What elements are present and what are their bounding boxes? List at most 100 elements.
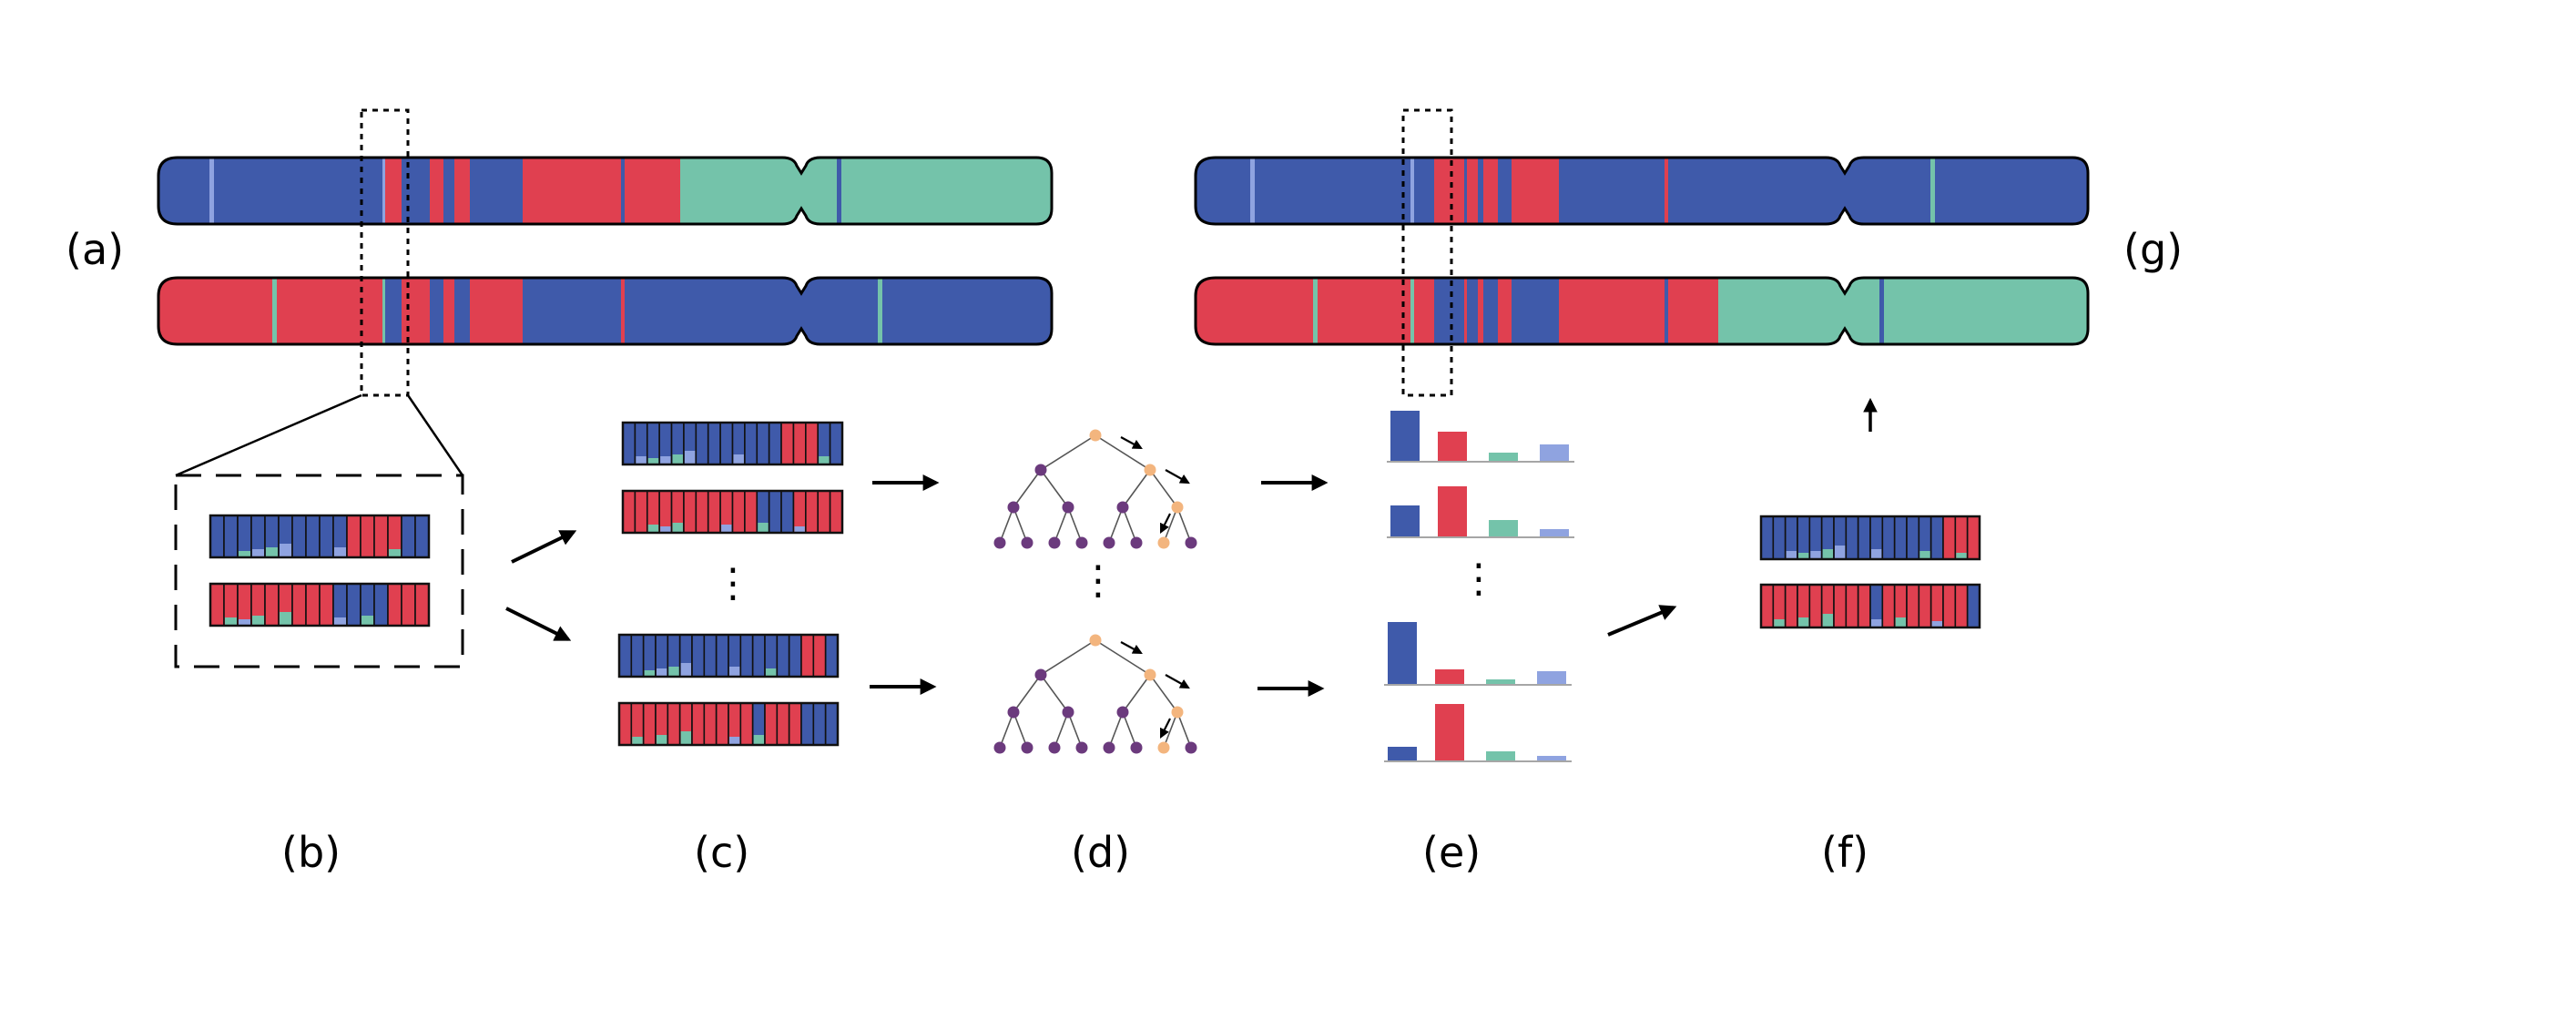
strip-cell (387, 583, 402, 627)
tree-node (1185, 536, 1197, 549)
strip-accent (657, 735, 667, 744)
strip-cell (1784, 584, 1798, 628)
haplotype-c-4 (617, 701, 840, 747)
strip-accent (632, 737, 643, 744)
strip-accent (644, 670, 655, 676)
strip-accent (733, 454, 744, 464)
tree-edge (1095, 434, 1151, 471)
panel-b-haplotypes (209, 514, 431, 627)
tree-edge (1067, 711, 1083, 749)
strip-accent (684, 451, 696, 464)
strip-accent (660, 526, 671, 532)
tree-node-path (1157, 536, 1170, 549)
label-b: (b) (281, 828, 341, 877)
strip-cell (707, 422, 721, 465)
chromosome-g-bottom-outline (1194, 276, 2090, 346)
strip-cell (1929, 515, 1944, 560)
prob-bar (1388, 622, 1417, 684)
label-e: (e) (1422, 828, 1481, 877)
tree-node (1116, 706, 1129, 719)
strip-cell (1942, 584, 1957, 628)
strip-cell (1760, 584, 1775, 628)
tree-edge (1095, 639, 1151, 676)
strip-cell (264, 583, 280, 627)
tree-edge (1054, 711, 1069, 749)
tree-edge (1122, 469, 1151, 508)
strip-accent (1798, 553, 1809, 558)
strip-cell (812, 634, 827, 678)
tree-node (1007, 501, 1020, 514)
panel-b-frame (174, 474, 464, 668)
strip-cell (1881, 584, 1896, 628)
strip-accent (1919, 551, 1930, 558)
strip-accent (334, 617, 346, 625)
strip-cell (401, 583, 416, 627)
haplotype-c-1 (621, 421, 844, 466)
strip-cell (346, 583, 361, 627)
strip-cell (291, 515, 307, 558)
strip-accent (729, 667, 740, 676)
strip-cell (1929, 584, 1944, 628)
strip-outline (617, 633, 840, 678)
strip-accent (361, 616, 373, 625)
tree-node-path (1089, 429, 1102, 442)
prob-bar (1438, 486, 1467, 536)
tree-edge (1122, 506, 1137, 544)
strip-cell (731, 490, 746, 534)
strip-accent (782, 458, 793, 464)
tree-edge (1067, 506, 1083, 544)
strip-accent (334, 547, 346, 556)
tree-node (1034, 464, 1047, 476)
tree-edge (1163, 506, 1178, 544)
strip-cell (1918, 584, 1932, 628)
tree-node (993, 741, 1006, 754)
strip-cell (829, 490, 843, 534)
arrow-b-to-c-top (511, 530, 577, 564)
strip-cell (1881, 515, 1896, 560)
strip-outline (621, 421, 844, 466)
strip-outline (209, 514, 431, 559)
strip-cell (1954, 584, 1969, 628)
strip-cell (1954, 515, 1969, 560)
strip-cell (764, 702, 779, 746)
prob-bar (1390, 411, 1420, 461)
strip-accent (672, 454, 683, 464)
strip-accent (1871, 549, 1882, 558)
strip-accent (239, 619, 250, 625)
ellipsis-e: ⋮ (1459, 556, 1499, 602)
strip-cell (1942, 515, 1957, 560)
chromosome-g-top (1196, 158, 2088, 224)
panel-a-chromosomes (157, 108, 1054, 477)
strip-cell (792, 422, 807, 465)
tree-node (993, 536, 1006, 549)
strip-accent (1798, 617, 1809, 627)
strip-cell (817, 490, 831, 534)
strip-cell (1772, 515, 1787, 560)
strip-cell (691, 634, 706, 678)
tree-edge (1054, 506, 1069, 544)
strip-accent (721, 525, 732, 532)
strip-accent (1871, 619, 1882, 627)
strip-cell (715, 634, 729, 678)
tree-edge (1108, 711, 1124, 749)
strip-cell (788, 702, 802, 746)
strip-cell (703, 634, 718, 678)
strip-outline (621, 489, 844, 535)
prob-bar (1489, 520, 1518, 536)
strip-accent (1931, 621, 1942, 627)
tree-path-arrow (1120, 436, 1143, 450)
strip-accent (225, 617, 237, 625)
prob-bar (1486, 751, 1515, 760)
strip-cell (618, 702, 633, 746)
tree-path-arrow (1165, 674, 1190, 689)
panel-e-bar-charts (1384, 411, 1574, 762)
strip-accent (1956, 553, 1967, 558)
tree-edge (1108, 506, 1124, 544)
ellipsis-d: ⋮ (1078, 557, 1118, 604)
strip-cell (683, 490, 697, 534)
chromosome-a-bottom-outline (157, 276, 1054, 346)
strip-cell (695, 422, 709, 465)
strip-accent (1774, 619, 1785, 627)
strip-cell (744, 422, 759, 465)
bar-chart-2 (1387, 486, 1574, 538)
